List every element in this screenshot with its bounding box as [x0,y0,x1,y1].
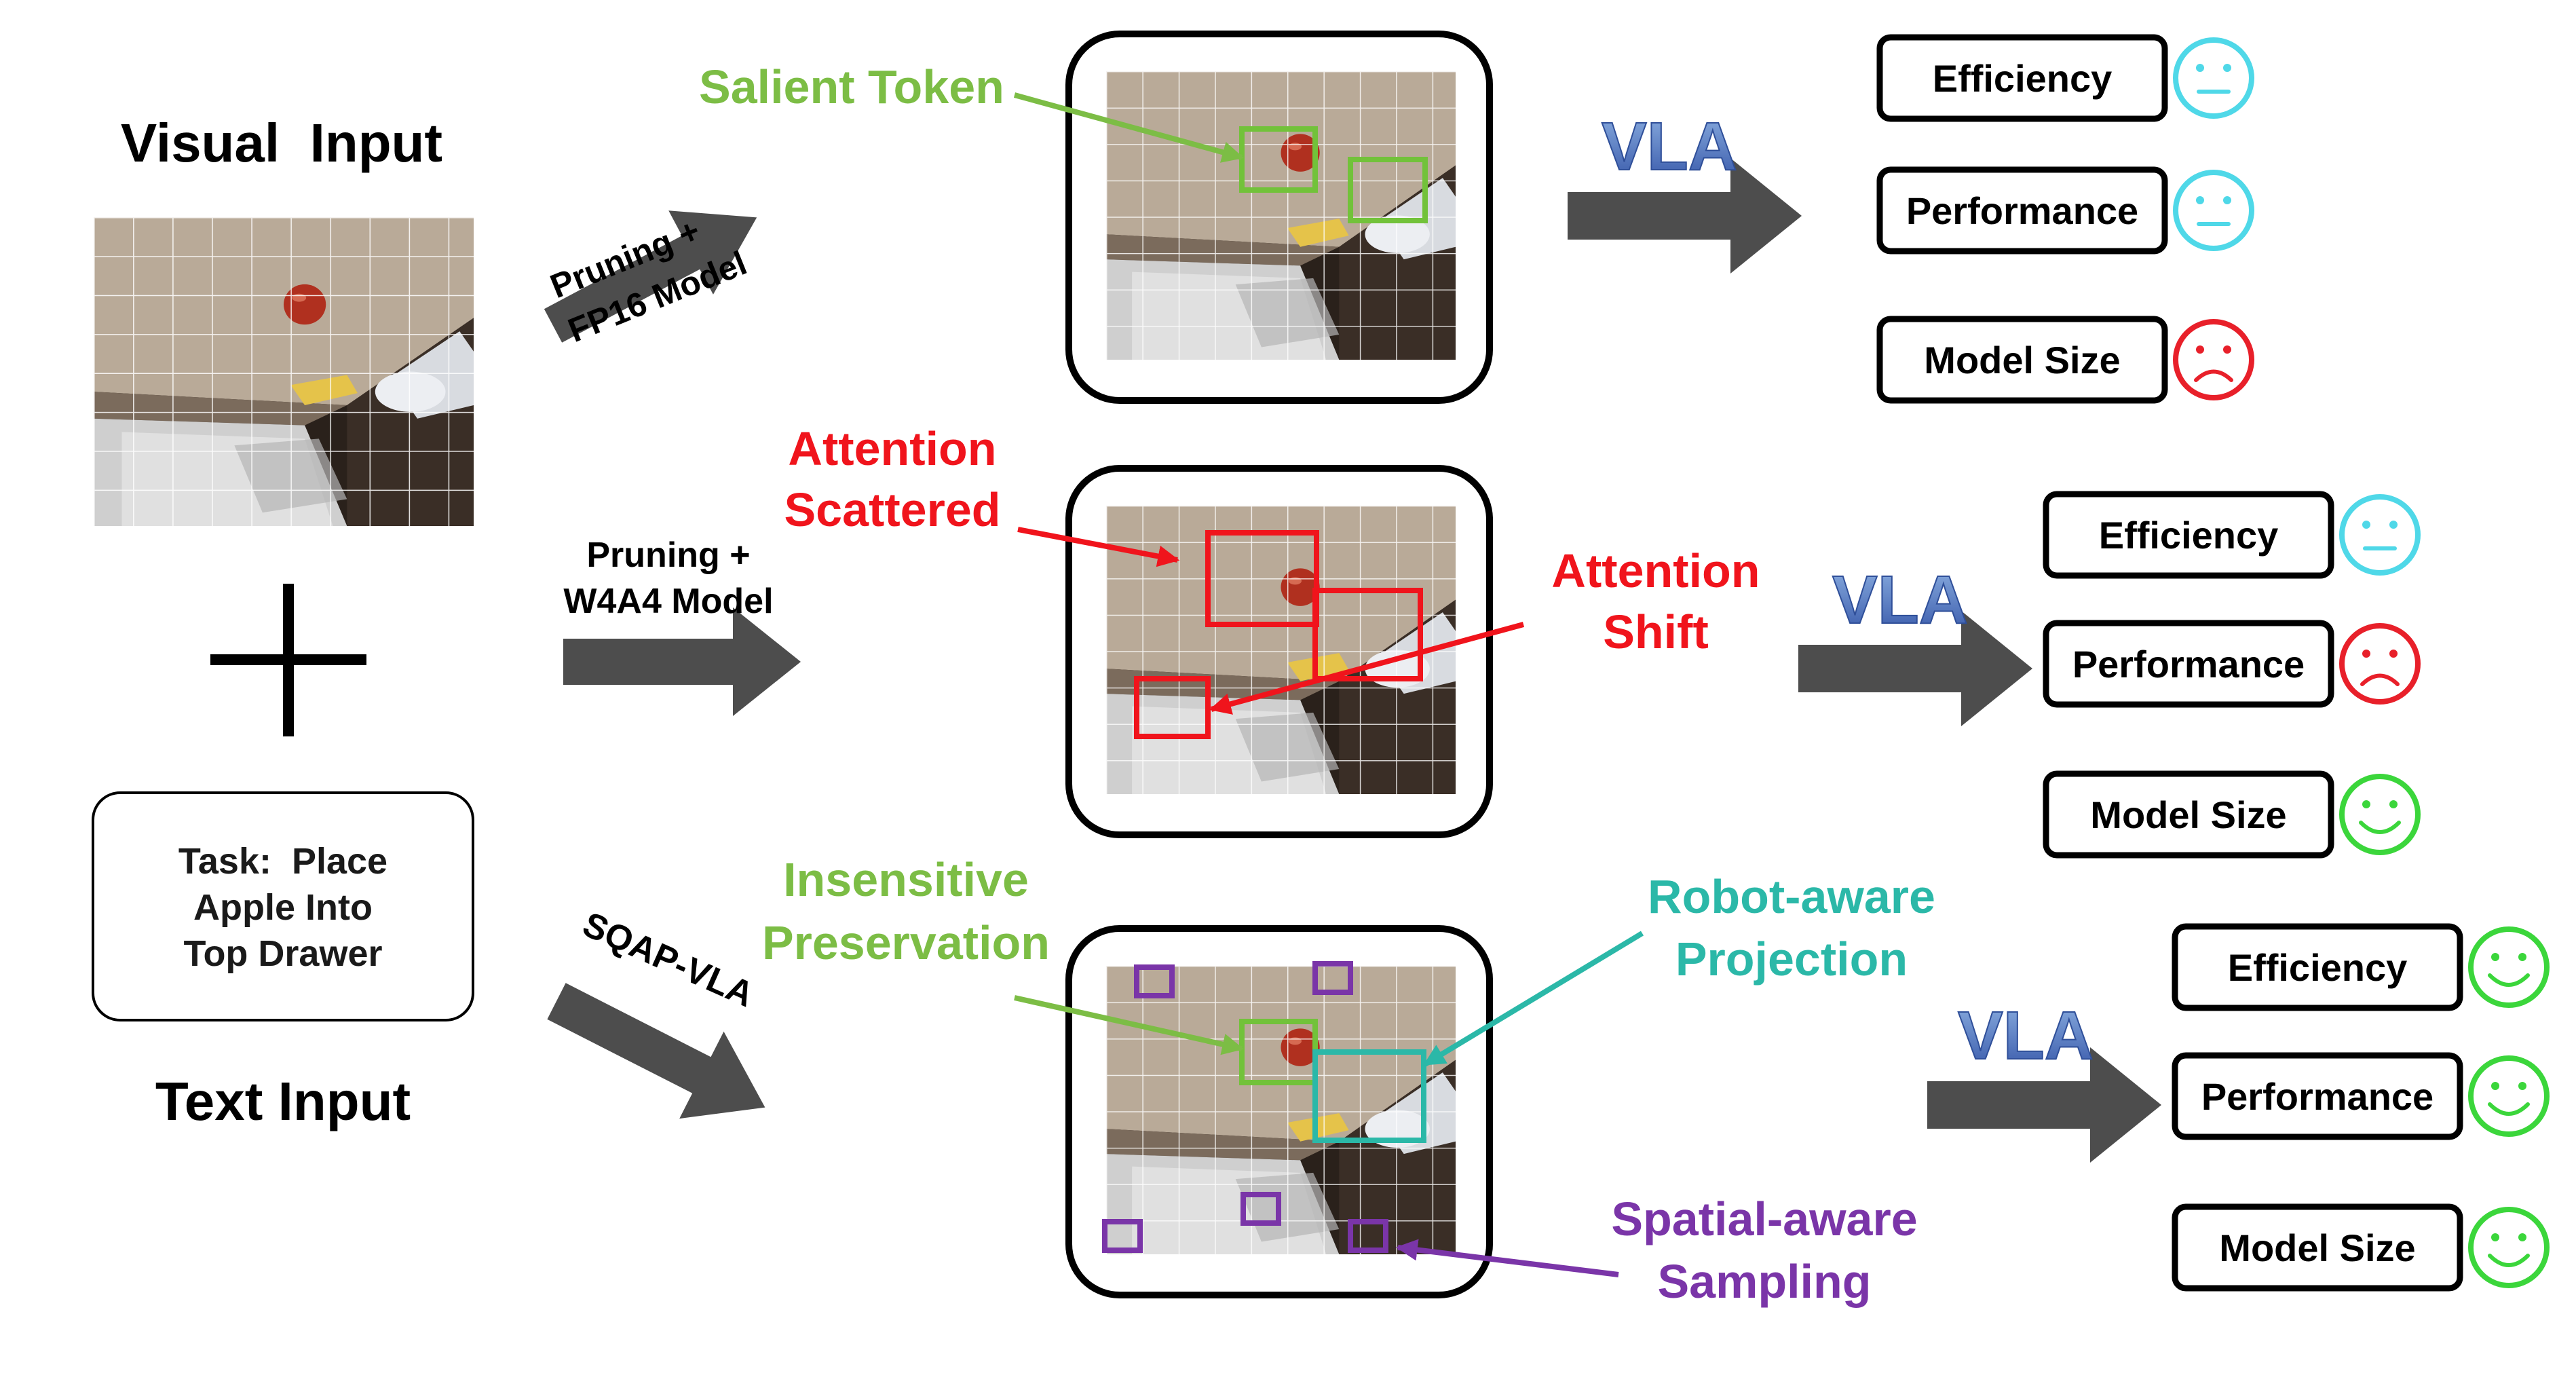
happy-face-icon [2468,926,2550,1008]
callout-attention-scattered-1: Attention [788,422,996,475]
row2-scatter-box-apple [1205,530,1319,627]
row2-image [1106,506,1456,794]
task-line-3: Top Drawer [183,933,382,974]
metric-label-r2-2: Performance [2072,643,2305,686]
sad-face-icon [2339,623,2421,705]
callout-insensitive-2: Preservation [762,916,1050,969]
metric-label-r3-1: Efficiency [2228,946,2408,989]
method-label-3: SQAP-VLA [577,905,759,1015]
metric-box-r3-efficiency [2172,923,2463,1011]
metric-box-r3-model-size [2172,1203,2463,1292]
row3-sample-box-4 [1102,1219,1143,1253]
metric-label-r1-2: Performance [1906,189,2138,232]
row3-sample-box-2 [1312,961,1353,995]
metric-label-r1-3: Model Size [1924,339,2120,381]
sad-face-icon [2173,319,2254,400]
row2-shift-box [1134,676,1211,739]
callout-attention-shift-1: Attention [1551,544,1760,597]
row3-robot-box [1312,1049,1426,1143]
spatial-aware-pointer [1395,1239,1619,1277]
metric-box-r2-efficiency [2043,491,2334,579]
metric-label-r2-3: Model Size [2090,793,2286,836]
vla-arrow-2 [1798,611,2032,726]
callout-robot-aware-2: Projection [1675,933,1908,986]
metric-label-r3-2: Performance [2201,1075,2433,1118]
task-box [92,791,474,1021]
robot-aware-pointer [1423,931,1644,1067]
callout-salient-token: Salient Token [699,60,1004,113]
vla-label-1: VLA [1602,109,1737,185]
metric-label-r1-1: Efficiency [1933,57,2113,100]
method-arrow-2 [563,607,801,716]
metric-box-r2-model-size [2043,770,2334,859]
metric-label-r3-3: Model Size [2219,1226,2415,1269]
visual-input-title: Visual Input [121,113,442,173]
vla-arrow-1 [1568,158,1802,274]
method-2-line-1: Pruning + [586,536,750,575]
visual-input-image [94,217,474,526]
happy-face-icon [2339,774,2421,855]
method-arrow-3 [547,983,765,1119]
vla-arrow-3 [1927,1047,2161,1163]
task-line-1: Task: Place [178,841,387,882]
row1-salient-box-gripper [1348,157,1428,223]
method-3-line-1: SQAP-VLA [577,905,759,1015]
callout-attention-shift-2: Shift [1603,605,1709,658]
row3-sample-box-5 [1348,1219,1388,1253]
method-arrow-1 [544,210,757,343]
row2-scatter-box-gripper [1312,588,1423,681]
metric-box-r1-model-size [1876,316,2168,404]
metric-label-r2-1: Efficiency [2099,514,2279,557]
attention-scattered-pointer [1017,527,1180,567]
row3-sample-box-3 [1240,1192,1281,1226]
row1-image [1106,71,1456,360]
vla-label-2: VLA [1832,562,1968,638]
callout-spatial-aware-2: Sampling [1657,1255,1871,1308]
callout-robot-aware-1: Robot-aware [1648,870,1935,923]
metric-box-r1-efficiency [1876,34,2168,122]
neutral-face-icon [2173,170,2254,251]
callout-insensitive-1: Insensitive [783,853,1029,906]
neutral-face-icon [2339,494,2421,576]
vla-label-3: VLA [1958,998,2094,1074]
method-2-line-2: W4A4 Model [563,582,773,621]
happy-face-icon [2468,1055,2550,1137]
salient-token-pointer [1013,92,1245,163]
text-input-title: Text Input [155,1071,411,1131]
task-line-2: Apple Into [193,887,373,928]
callout-spatial-aware-1: Spatial-aware [1611,1193,1917,1245]
plus-sign [210,584,366,736]
callout-attention-scattered-2: Scattered [784,483,1000,536]
row3-sample-box-1 [1134,964,1175,998]
happy-face-icon [2468,1207,2550,1288]
insensitive-pointer [1014,995,1245,1055]
metric-box-r3-performance [2172,1052,2463,1140]
attention-shift-pointer [1209,622,1525,715]
metric-box-r2-performance [2043,620,2334,708]
neutral-face-icon [2173,37,2254,119]
metric-box-r1-performance [1876,166,2168,255]
